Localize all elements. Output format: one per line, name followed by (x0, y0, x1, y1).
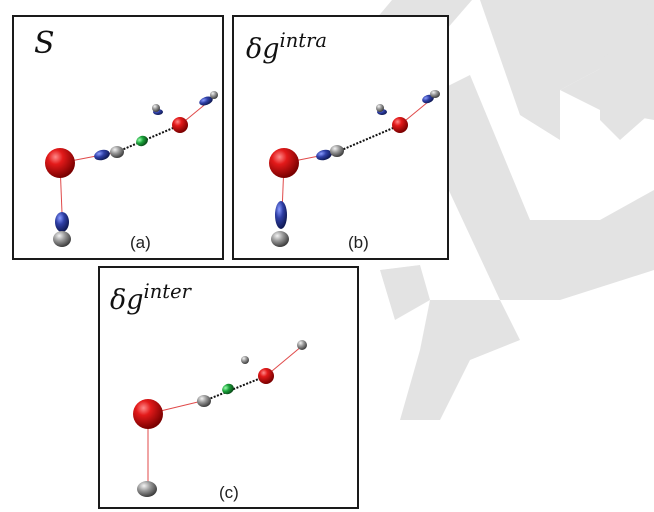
panel-b-math-label: δgintra (246, 29, 327, 65)
oxygen-atom (133, 399, 163, 429)
hydrogen-atom (330, 145, 344, 157)
hydrogen-atom (430, 90, 440, 98)
negative-lobe (55, 212, 69, 232)
positive-lobe (222, 383, 234, 395)
negative-lobe (275, 201, 287, 229)
molecule-diagram-a (45, 91, 218, 247)
hydrogen-atom (210, 91, 218, 99)
panel-b: δgintra (b) (232, 15, 449, 260)
hydrogen-atom (152, 104, 160, 112)
molecule-diagram-c (133, 340, 307, 497)
negative-lobe (94, 149, 110, 161)
hydrogen-atom (110, 146, 124, 158)
panel-a: S (a) (12, 15, 224, 260)
hbond-line (203, 375, 267, 402)
molecule-diagram-b (269, 90, 440, 247)
panel-a-math-label: S (34, 26, 55, 61)
panel-c-sub-label: (c) (219, 483, 239, 502)
hydrogen-atom (137, 481, 157, 497)
hydrogen-atom (297, 340, 307, 350)
negative-lobe (422, 94, 434, 104)
panel-c: δginter (c) (98, 266, 359, 509)
hydrogen-atom (376, 104, 384, 112)
hbond-line (116, 124, 181, 153)
hydrogen-atom (241, 356, 249, 364)
panel-a-sub-label: (a) (130, 233, 151, 252)
oxygen-atom (258, 368, 274, 384)
oxygen-atom (269, 148, 299, 178)
oxygen-atom (45, 148, 75, 178)
positive-lobe (136, 135, 148, 147)
negative-lobe (199, 96, 213, 106)
panel-b-sub-label: (b) (348, 233, 369, 252)
hydrogen-atom (271, 231, 289, 247)
hydrogen-atom (53, 231, 71, 247)
negative-lobe (316, 149, 332, 161)
oxygen-atom (392, 117, 408, 133)
oxygen-atom (172, 117, 188, 133)
hydrogen-atom (197, 395, 211, 407)
hbond-line (336, 124, 401, 153)
panel-c-math-label: δginter (110, 280, 191, 316)
